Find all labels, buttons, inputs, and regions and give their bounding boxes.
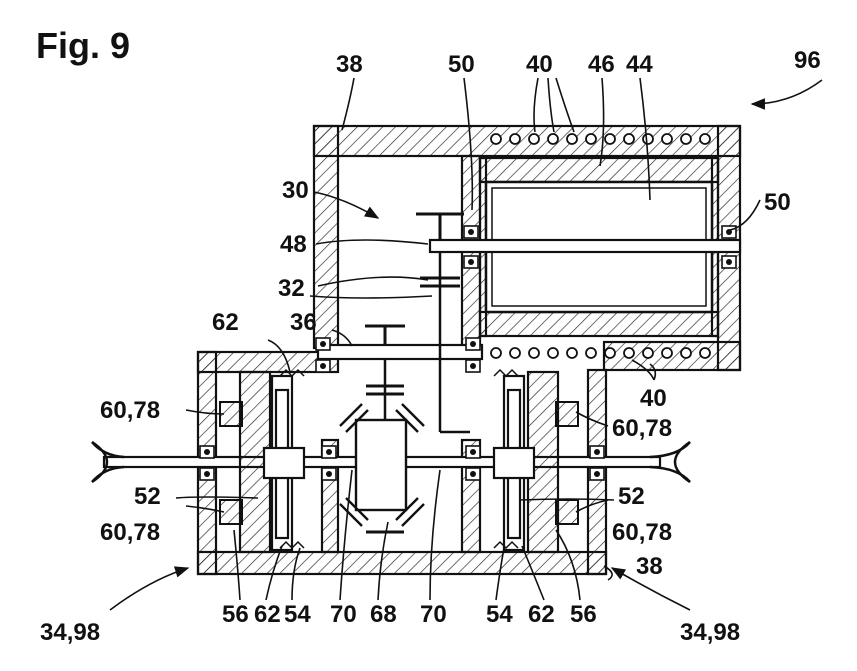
coil-winding — [661, 133, 673, 145]
clutch-right — [492, 368, 560, 554]
label-96: 96 — [794, 47, 821, 74]
bearing-ball — [204, 471, 210, 477]
bearing-ball — [320, 363, 326, 369]
bearing-ball — [468, 259, 474, 265]
coil-winding — [585, 133, 597, 145]
coil-winding — [547, 133, 559, 145]
bearing-ball — [326, 471, 332, 477]
coil-winding — [642, 347, 654, 359]
coils-40-bottom — [490, 347, 711, 359]
label-60-78-right-bottom: 60,78 — [612, 519, 672, 546]
gear-stage-32 — [365, 212, 464, 534]
label-46: 46 — [588, 51, 615, 78]
label-34-98-left: 34,98 — [40, 619, 100, 646]
coil-winding — [566, 133, 578, 145]
label-36: 36 — [290, 309, 317, 336]
label-32: 32 — [278, 275, 305, 302]
coil-winding — [699, 347, 711, 359]
label-54-right: 54 — [486, 601, 513, 628]
clutch-left — [238, 368, 306, 554]
differential-68 — [339, 403, 425, 527]
coil-winding — [490, 133, 502, 145]
label-70-left: 70 — [330, 601, 357, 628]
bearing-ball — [470, 363, 476, 369]
coil-winding — [604, 347, 616, 359]
coil-winding — [642, 133, 654, 145]
bearings-50 — [199, 225, 737, 481]
coil-winding — [623, 347, 635, 359]
label-62-bottom-right: 62 — [528, 601, 555, 628]
coils-40-top — [490, 133, 711, 145]
label-38-top: 38 — [336, 51, 363, 78]
label-44: 44 — [626, 51, 653, 78]
coil-winding — [566, 347, 578, 359]
actuators-60-78 — [219, 401, 579, 525]
coil-winding — [699, 133, 711, 145]
label-30: 30 — [282, 177, 309, 204]
coil-winding — [528, 133, 540, 145]
label-68: 68 — [370, 601, 397, 628]
label-52-left: 52 — [134, 483, 161, 510]
bearing-ball — [594, 471, 600, 477]
label-70-right: 70 — [420, 601, 447, 628]
figure-title: Fig. 9 — [36, 25, 130, 66]
coil-winding — [680, 133, 692, 145]
coil-winding — [528, 347, 540, 359]
label-50-right: 50 — [764, 189, 791, 216]
coil-winding — [623, 133, 635, 145]
coil-winding — [547, 347, 559, 359]
bearing-ball — [470, 471, 476, 477]
label-60-78-left-top: 60,78 — [100, 397, 160, 424]
label-60-78-left-bottom: 60,78 — [100, 519, 160, 546]
label-48: 48 — [280, 231, 307, 258]
label-34-98-right: 34,98 — [680, 619, 740, 646]
label-50-top: 50 — [448, 51, 475, 78]
coil-winding — [680, 347, 692, 359]
coil-winding — [661, 347, 673, 359]
coil-winding — [490, 347, 502, 359]
label-62-bottom-left: 62 — [254, 601, 281, 628]
coil-winding — [604, 133, 616, 145]
bearing-ball — [470, 449, 476, 455]
bearing-ball — [468, 229, 474, 235]
label-56-left: 56 — [222, 601, 249, 628]
label-62-top: 62 — [212, 309, 239, 336]
bearing-ball — [204, 449, 210, 455]
bearing-ball — [470, 341, 476, 347]
bearing-ball — [326, 449, 332, 455]
wheel-hub-left — [91, 440, 125, 484]
label-38-right: 38 — [636, 553, 663, 580]
leader-lines — [109, 77, 823, 611]
bearing-ball — [320, 341, 326, 347]
label-60-78-right-top: 60,78 — [612, 415, 672, 442]
label-52-right: 52 — [618, 483, 645, 510]
housing-38 — [196, 124, 742, 576]
bearing-ball — [726, 259, 732, 265]
coil-winding — [509, 347, 521, 359]
reference-labels: Fig. 9 96 38 50 40 46 44 50 30 48 32 62 … — [36, 25, 821, 646]
wheel-hub-right — [649, 440, 691, 484]
label-56-right: 56 — [570, 601, 597, 628]
label-54-left: 54 — [284, 601, 311, 628]
bearing-ball — [594, 449, 600, 455]
coil-winding — [585, 347, 597, 359]
label-40-top: 40 — [526, 51, 553, 78]
label-40-right: 40 — [640, 385, 667, 412]
coil-winding — [509, 133, 521, 145]
